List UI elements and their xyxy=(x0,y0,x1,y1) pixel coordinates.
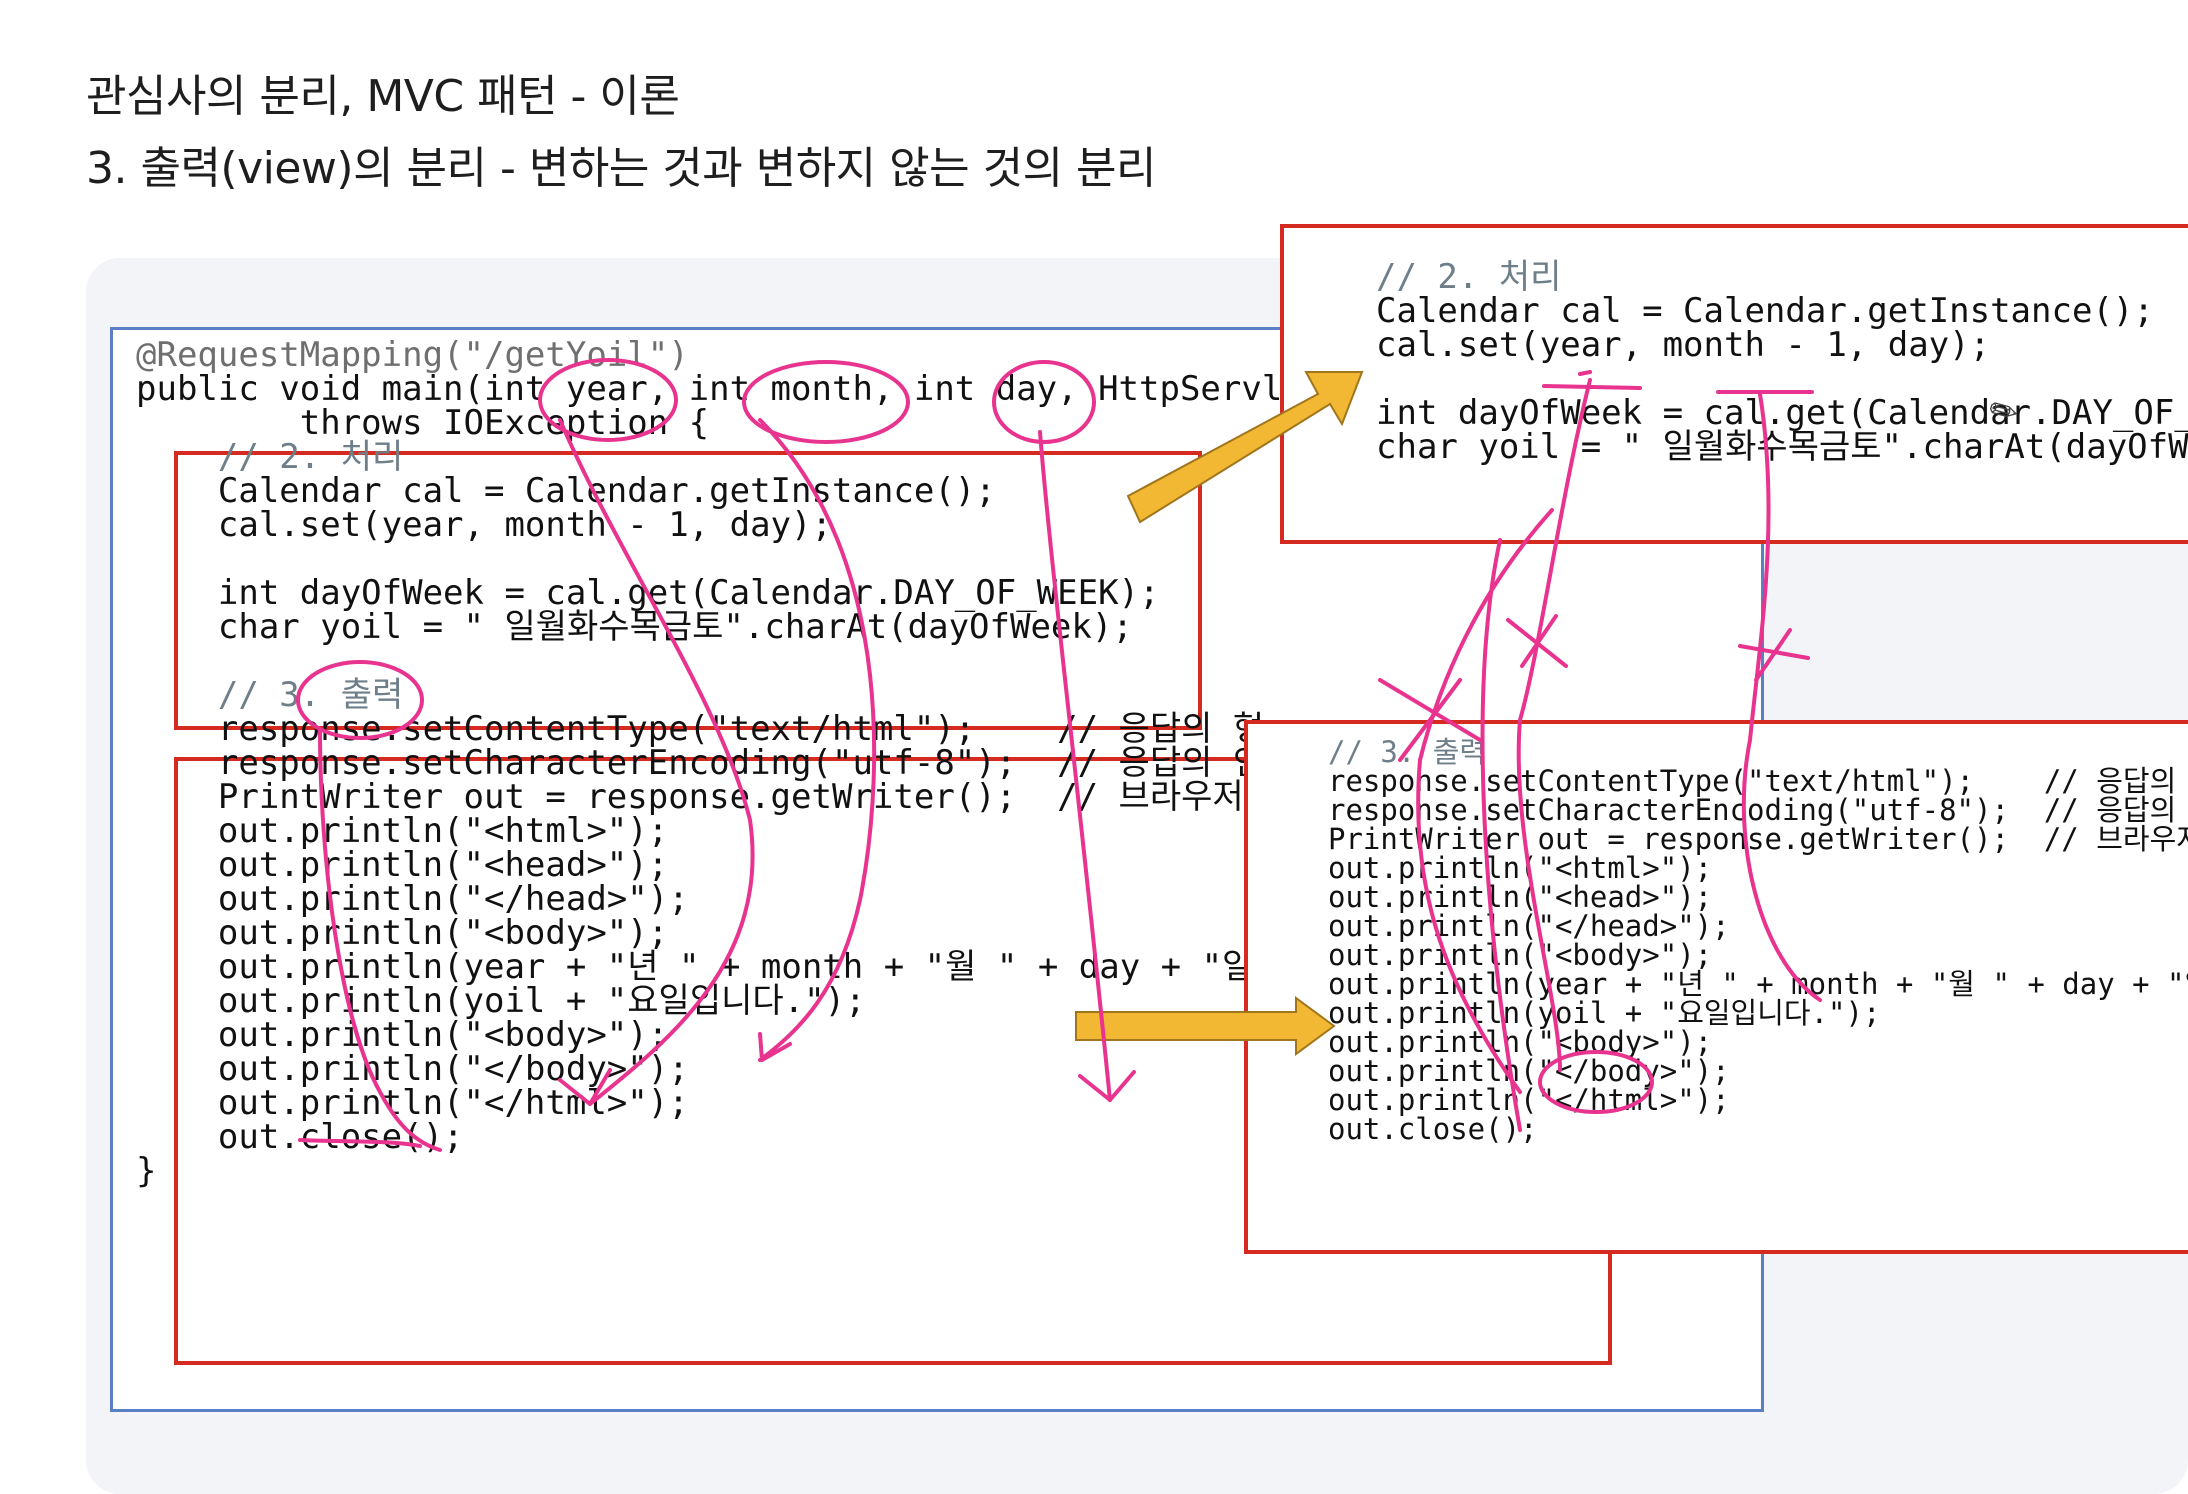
slide-subtitle: 3. 출력(view)의 분리 - 변하는 것과 변하지 않는 것의 분리 xyxy=(86,143,1157,194)
code-line: out.println("</body>"); xyxy=(1328,1054,1730,1088)
code-line: response.setCharacterEncoding("utf-8"); … xyxy=(1328,793,2188,827)
code-line: char yoil = " 일월화수목금토".charAt(dayOfWeek)… xyxy=(136,607,1133,647)
code-line: out.close(); xyxy=(1328,1112,1538,1146)
code-line: out.println(year + "년 " + month + "월 " +… xyxy=(136,947,1254,987)
code-line: Calendar cal = Calendar.getInstance(); xyxy=(136,471,996,511)
code-line: cal.set(year, month - 1, day); xyxy=(136,505,832,545)
code-line: Calendar cal = Calendar.getInstance(); xyxy=(1376,291,2154,331)
code-line: out.println("<head>"); xyxy=(1328,880,1713,914)
code-line: response.setContentType("text/html"); //… xyxy=(136,709,1265,749)
code-line: out.println("<body>"); xyxy=(1328,938,1713,972)
code-line: } xyxy=(136,1151,157,1191)
code-line: out.println("<body>"); xyxy=(136,913,669,953)
code-line: @RequestMapping("/getYoil") xyxy=(136,335,689,375)
code-line: out.close(); xyxy=(136,1117,464,1157)
code-line: out.println("</head>"); xyxy=(1328,909,1730,943)
code-line: response.setContentType("text/html"); //… xyxy=(1328,764,2188,798)
code-line: out.println(year + "년 " + month + "월 " +… xyxy=(1328,967,2188,1001)
code-line: // 3. 출력 xyxy=(136,675,404,715)
code-line: PrintWriter out = response.getWriter(); … xyxy=(136,777,1244,817)
code-line: out.println("</head>"); xyxy=(136,879,689,919)
code-line: out.println("</body>"); xyxy=(136,1049,689,1089)
code-line: // 2. 처리 xyxy=(136,437,404,477)
code-line: int dayOfWeek = cal.get(Calendar.DAY_OF_… xyxy=(1376,393,2188,433)
code-line: // 2. 처리 xyxy=(1376,257,1562,297)
code-line: public void main(int year, int month, in… xyxy=(136,369,1283,409)
code-line: PrintWriter out = response.getWriter(); … xyxy=(1328,822,2188,856)
code-line: out.println("<head>"); xyxy=(136,845,669,885)
code-line: response.setCharacterEncoding("utf-8"); … xyxy=(136,743,1265,783)
code-line: cal.set(year, month - 1, day); xyxy=(1376,325,1991,365)
code-line: char yoil = " 일월화수목금토".charAt(dayOfWeek)… xyxy=(1376,427,2188,467)
code-line: // 3. 출력 xyxy=(1328,735,1487,769)
main-code-listing: @RequestMapping("/getYoil")public void m… xyxy=(136,334,1283,1191)
code-line: out.println("</html>"); xyxy=(1328,1083,1730,1117)
code-line: out.println("</html>"); xyxy=(136,1083,689,1123)
slide-title: 관심사의 분리, MVC 패턴 - 이론 xyxy=(86,71,680,122)
code-line: int dayOfWeek = cal.get(Calendar.DAY_OF_… xyxy=(136,573,1160,613)
